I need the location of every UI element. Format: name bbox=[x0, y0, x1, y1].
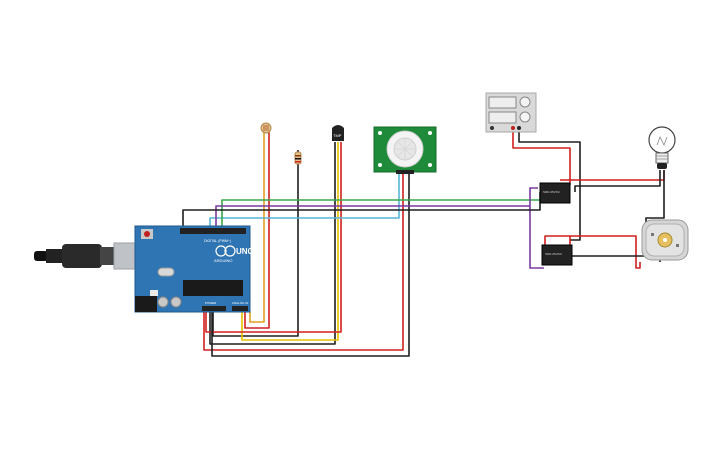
relay-top[interactable]: SRD-05VDC bbox=[539, 182, 571, 204]
wire-temp-yellow[interactable] bbox=[241, 142, 339, 341]
relay-bottom-label: SRD-05VDC bbox=[545, 252, 563, 256]
wire-ldr-orange[interactable] bbox=[249, 132, 265, 323]
pir-sensor[interactable] bbox=[373, 126, 437, 174]
psu-terminal-negative-icon[interactable] bbox=[517, 126, 521, 130]
wire-relay-bulb-black[interactable] bbox=[574, 170, 661, 192]
psu-display-current bbox=[488, 111, 517, 124]
relay-top-label: SRD-05VDC bbox=[543, 190, 561, 194]
wire-pir-blue[interactable] bbox=[209, 172, 400, 226]
wire-green-relay[interactable] bbox=[221, 188, 545, 226]
bulb-icon bbox=[648, 126, 676, 154]
board-maker: ARDUINO bbox=[214, 258, 232, 263]
wire-temp-red[interactable] bbox=[205, 142, 342, 333]
header-power-label: POWER bbox=[205, 301, 217, 305]
resistor[interactable] bbox=[294, 151, 302, 165]
wire-psu-red[interactable] bbox=[512, 132, 571, 185]
temp-sensor-label: TMP bbox=[333, 133, 342, 138]
power-supply[interactable] bbox=[485, 92, 537, 133]
psu-voltage-knob-icon[interactable] bbox=[519, 96, 531, 108]
wire-ldr-red[interactable] bbox=[244, 132, 270, 329]
power-jack bbox=[135, 296, 157, 312]
wire-psu-black[interactable] bbox=[518, 132, 581, 241]
psu-current-knob-icon[interactable] bbox=[519, 111, 531, 123]
capacitor bbox=[157, 296, 169, 308]
microcontroller-chip bbox=[183, 280, 243, 296]
usb-cable bbox=[34, 242, 153, 270]
arduino-uno-board[interactable]: UNO ARDUINO DIGITAL (PWM~) POWER ANALOG … bbox=[134, 225, 254, 313]
crystal bbox=[157, 267, 175, 277]
wire-relay-motor-red[interactable] bbox=[569, 235, 641, 269]
wire-temp-black[interactable] bbox=[209, 142, 336, 345]
wire-black-gnd[interactable] bbox=[182, 192, 541, 226]
voltage-regulator bbox=[150, 290, 158, 296]
header-analog-label: ANALOG IN bbox=[232, 301, 248, 305]
header-digital-label: DIGITAL (PWM~) bbox=[204, 239, 231, 243]
relay-bottom[interactable]: SRD-05VDC bbox=[541, 244, 573, 266]
wire-pir-red[interactable] bbox=[203, 172, 404, 351]
wire-purple-relay[interactable] bbox=[215, 187, 544, 269]
power-header[interactable] bbox=[202, 306, 226, 311]
psu-terminal-icon[interactable] bbox=[490, 126, 494, 130]
board-brand: UNO bbox=[236, 247, 254, 256]
wire-relay-bulb-red[interactable] bbox=[560, 170, 665, 181]
analog-header[interactable] bbox=[232, 306, 248, 311]
psu-terminal-positive-icon[interactable] bbox=[511, 126, 515, 130]
arduino-logo-icon bbox=[215, 245, 227, 257]
wire-pir-black[interactable] bbox=[211, 172, 410, 357]
capacitor bbox=[170, 296, 182, 308]
photoresistor[interactable] bbox=[260, 122, 272, 134]
light-bulb[interactable] bbox=[648, 126, 676, 169]
psu-display-voltage bbox=[488, 96, 517, 109]
reset-button-cap[interactable] bbox=[144, 231, 150, 237]
wire-resistor-black[interactable] bbox=[212, 150, 299, 337]
dc-motor[interactable] bbox=[641, 219, 689, 261]
temperature-sensor[interactable]: TMP bbox=[332, 125, 344, 141]
digital-header[interactable] bbox=[180, 228, 246, 234]
